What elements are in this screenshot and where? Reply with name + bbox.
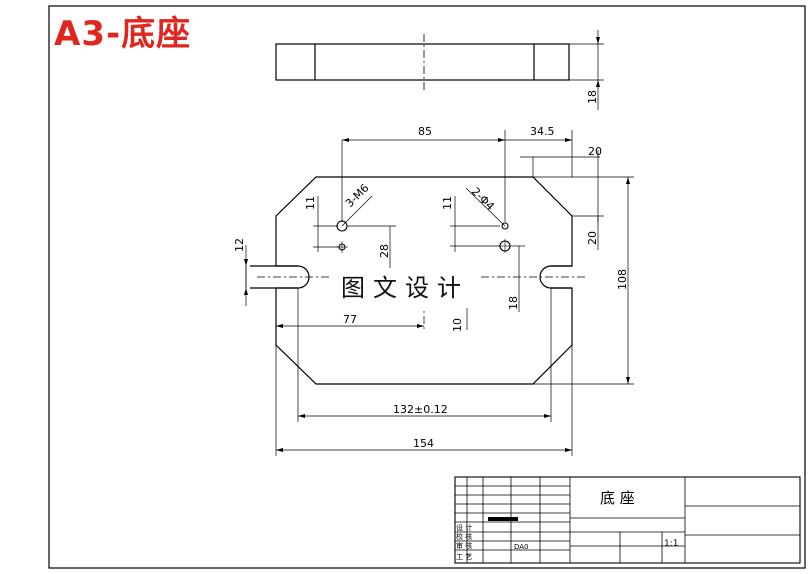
title-block-design-label: 设 计 xyxy=(456,523,472,532)
drawing-title: A3-底座 xyxy=(54,14,192,54)
side-view xyxy=(275,30,604,110)
watermark-text: 图文设计 xyxy=(330,268,480,308)
title-block-scale: 1:1 xyxy=(664,539,678,549)
title-block-part-name: 底 座 xyxy=(600,489,635,507)
dim-side-thickness: 18 xyxy=(586,90,599,104)
dim-left-offset: 77 xyxy=(343,313,357,326)
dim-chamfer-side: 20 xyxy=(586,231,599,245)
dim-height-total: 108 xyxy=(616,269,629,290)
dim-width-total: 154 xyxy=(413,437,434,450)
arrowheads xyxy=(244,37,630,452)
dim-center-offset: 10 xyxy=(451,318,464,332)
dim-slot-width: 12 xyxy=(233,238,246,252)
title-block-material-code: DA0 xyxy=(514,543,529,551)
dim-slot-pitch: 132±0.12 xyxy=(393,403,448,416)
pin-label: 2-Φ4 xyxy=(469,185,497,213)
dim-hole-spacing: 85 xyxy=(418,125,432,138)
dim-height-right-hole: 11 xyxy=(441,196,454,210)
title-block-review-label: 审 核 xyxy=(456,541,472,550)
title-block-check-label: 校 核 xyxy=(456,532,472,541)
dim-right-hole-depth: 18 xyxy=(507,296,520,310)
dim-right-offset: 34.5 xyxy=(530,125,555,138)
thread-label: 3-M6 xyxy=(343,182,372,211)
dim-hole-depth: 28 xyxy=(378,244,391,258)
title-block xyxy=(454,476,801,564)
dimension-lines xyxy=(245,130,634,456)
dim-chamfer-top: 20 xyxy=(588,145,602,158)
title-block-process-label: 工 艺 xyxy=(456,553,472,561)
border-frame xyxy=(48,5,806,569)
title-block-fill-bar xyxy=(488,517,518,521)
dim-height-left-hole: 11 xyxy=(304,196,317,210)
